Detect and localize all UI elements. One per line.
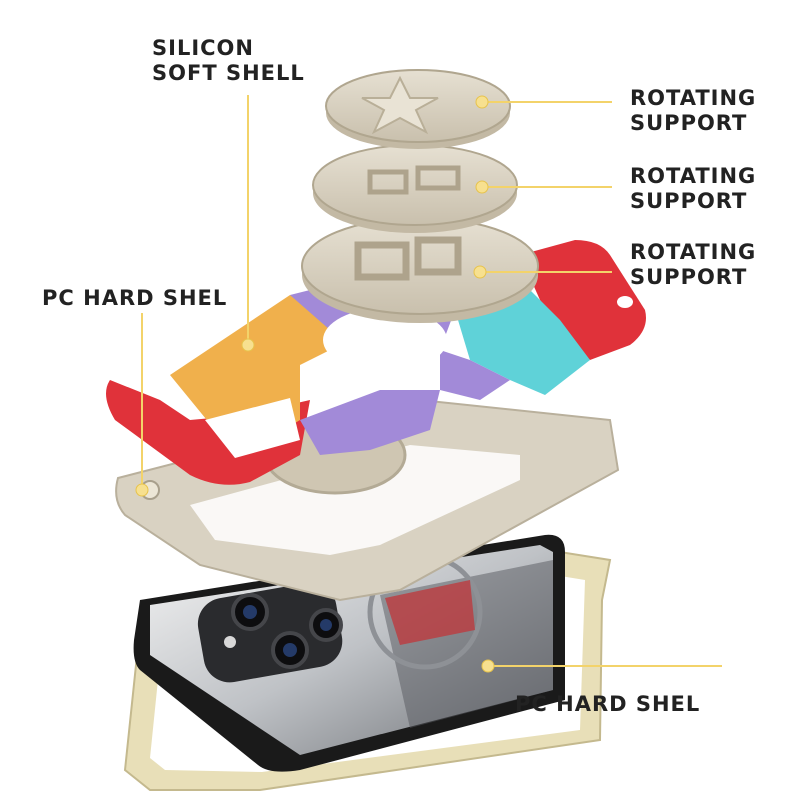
label-rot2-line1: ROTATING [630, 164, 757, 188]
leader-dots [135, 95, 495, 673]
label-silicon-line1: SILICON [152, 36, 254, 60]
label-rot1-line2: SUPPORT [630, 111, 748, 135]
label-pc-hard-shel-bottom: PC HARD SHEL [515, 692, 701, 716]
label-rot3-line1: ROTATING [630, 240, 757, 264]
label-silicon-soft-shell: SILICON SOFT SHELL [152, 36, 305, 86]
label-rotating-support-3: ROTATING SUPPORT [630, 240, 756, 290]
rotating-support-2 [312, 144, 518, 233]
label-pc-hard-shel-left: PC HARD SHEL [42, 286, 228, 310]
label-rot3-line2: SUPPORT [630, 265, 748, 289]
phone [133, 534, 565, 772]
label-rot2-line2: SUPPORT [630, 189, 748, 213]
rotating-support-3 [301, 217, 539, 323]
label-rotating-support-2: ROTATING SUPPORT [630, 164, 756, 214]
star-icon [361, 75, 439, 135]
label-rot1-line1: ROTATING [630, 86, 757, 110]
label-rotating-support-1: ROTATING SUPPORT [630, 86, 756, 136]
rotating-support-1 [325, 69, 511, 149]
leader-lines [141, 95, 722, 667]
label-silicon-line2: SOFT SHELL [152, 61, 305, 85]
